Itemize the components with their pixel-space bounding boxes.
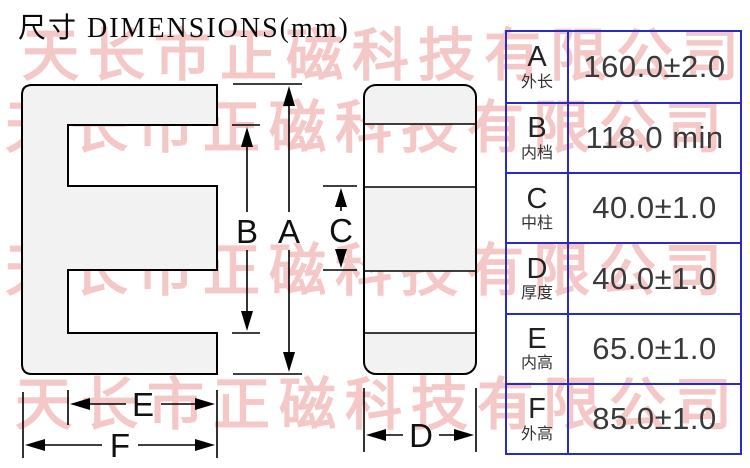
dim-value: 160.0±2.0 bbox=[583, 49, 726, 85]
arrow-right-icon bbox=[195, 398, 215, 410]
dim-chinese-label: 外高 bbox=[520, 425, 553, 443]
e-core-front-view bbox=[21, 84, 218, 375]
e-core-side-view bbox=[363, 84, 477, 375]
row-label-cell: D 厚度 bbox=[507, 244, 569, 313]
dimension-label-D: D bbox=[409, 417, 433, 454]
dim-letter: A bbox=[527, 41, 547, 74]
arrow-up-icon bbox=[283, 86, 295, 106]
row-label-cell: C 中柱 bbox=[507, 174, 569, 243]
side-view-band-middle bbox=[364, 187, 476, 271]
dimension-C bbox=[323, 185, 357, 271]
row-label-cell: B 内档 bbox=[507, 104, 569, 173]
dim-chinese-label: 中柱 bbox=[520, 215, 553, 233]
table-row: B 内档 118.0 min bbox=[507, 102, 740, 173]
dim-value: 40.0±1.0 bbox=[592, 190, 717, 226]
dim-letter: F bbox=[528, 393, 546, 426]
row-label-cell: F 外高 bbox=[507, 384, 569, 453]
dim-chinese-label: 内高 bbox=[520, 355, 553, 373]
dim-letter: E bbox=[527, 322, 547, 355]
dim-letter: D bbox=[526, 252, 548, 285]
dimension-label-A: A bbox=[278, 213, 300, 250]
arrow-left-icon bbox=[70, 398, 90, 410]
arrow-right-icon bbox=[195, 439, 215, 451]
page-title: 尺寸 DIMENSIONS(mm) bbox=[18, 13, 350, 44]
watermark-row: 天长市正磁科技有限公司 bbox=[22, 24, 748, 88]
row-label-cell: A 外长 bbox=[507, 32, 569, 103]
dimension-F bbox=[22, 392, 215, 458]
arrow-up-icon bbox=[241, 127, 253, 147]
table-row: C 中柱 40.0±1.0 bbox=[507, 172, 740, 243]
dimension-D bbox=[363, 388, 477, 452]
dimension-A bbox=[233, 83, 302, 375]
side-view-band-bottom bbox=[364, 333, 476, 374]
dim-chinese-label: 内档 bbox=[520, 144, 553, 162]
dim-value: 65.0±1.0 bbox=[592, 330, 717, 366]
dimension-E bbox=[67, 390, 218, 458]
dimension-label-F: F bbox=[110, 427, 130, 464]
arrow-down-icon bbox=[335, 249, 347, 268]
dim-chinese-label: 外长 bbox=[520, 73, 553, 91]
dim-value: 85.0±1.0 bbox=[592, 400, 717, 436]
dimensions-table: A 外长 160.0±2.0 B 内档 118.0 min C 中柱 40.0±… bbox=[505, 30, 742, 455]
side-view-outline bbox=[363, 84, 477, 375]
arrow-up-icon bbox=[335, 188, 347, 207]
dimension-label-C: C bbox=[329, 212, 353, 249]
dimension-label-E: E bbox=[132, 386, 154, 423]
side-view-band-top bbox=[364, 85, 476, 124]
watermark-row: 天长市正磁科技有限公司 bbox=[15, 373, 741, 437]
table-row: A 外长 160.0±2.0 bbox=[507, 32, 740, 103]
dim-letter: B bbox=[527, 112, 547, 145]
table-row: F 外高 85.0±1.0 bbox=[507, 382, 740, 453]
dim-chinese-label: 厚度 bbox=[520, 285, 553, 303]
table-row: D 厚度 40.0±1.0 bbox=[507, 242, 740, 313]
arrow-down-icon bbox=[283, 352, 295, 372]
row-label-cell: E 内高 bbox=[507, 314, 569, 383]
dim-value: 40.0±1.0 bbox=[592, 260, 717, 296]
arrow-left-icon bbox=[25, 439, 45, 451]
dim-letter: C bbox=[526, 182, 548, 215]
dim-value: 118.0 min bbox=[585, 120, 724, 156]
dimension-B bbox=[232, 124, 260, 334]
dimension-label-B: B bbox=[236, 213, 258, 250]
table-row: E 内高 65.0±1.0 bbox=[507, 312, 740, 383]
arrow-right-icon bbox=[454, 429, 474, 441]
arrow-down-icon bbox=[241, 311, 253, 331]
arrow-left-icon bbox=[366, 429, 386, 441]
